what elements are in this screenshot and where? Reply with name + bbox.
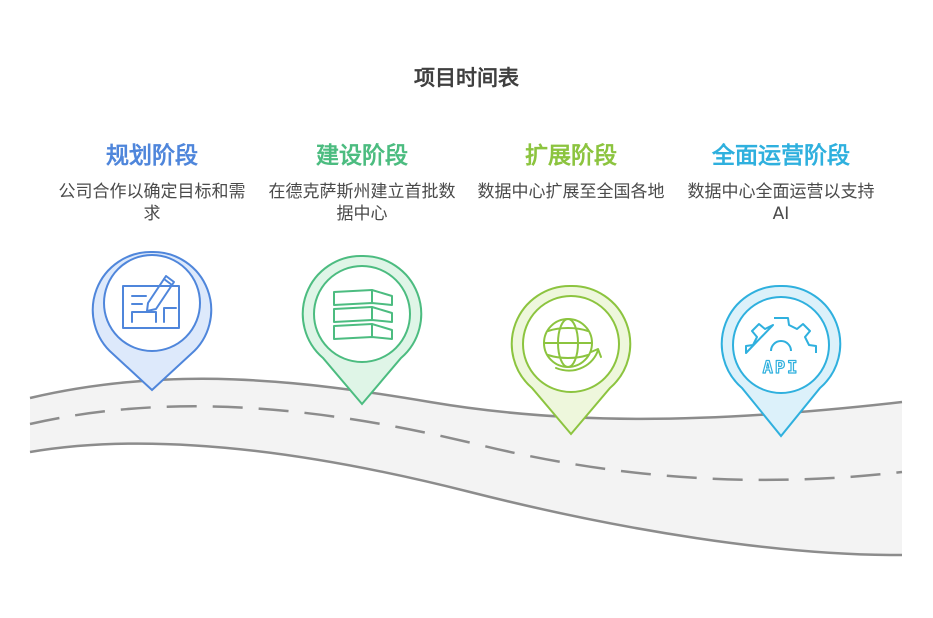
stage-description-full-operation: 数据中心全面运营以支持AI (687, 182, 875, 224)
stage-marker-planning[interactable] (91, 250, 213, 392)
marker-inner-circle (732, 296, 830, 394)
marker-inner-circle (103, 254, 201, 352)
stage-title-construction: 建设阶段 (316, 143, 408, 169)
globe-arrow-icon (543, 318, 602, 372)
marker-inner-circle (313, 265, 411, 363)
road-edge-bottom (29, 442, 903, 557)
stage-title-expansion: 扩展阶段 (525, 143, 617, 169)
road-center-dashes (29, 405, 903, 482)
road-surface (30, 378, 902, 556)
stage-marker-full-operation[interactable]: API (720, 284, 842, 438)
road (29, 377, 903, 557)
stage-description-construction: 在德克萨斯州建立首批数据中心 (268, 182, 456, 224)
stage-title-planning: 规划阶段 (106, 143, 198, 169)
stage-description-planning: 公司合作以确定目标和需求 (58, 182, 246, 224)
stage-description-expansion: 数据中心扩展至全国各地 (477, 182, 665, 202)
api-label: API (763, 358, 800, 378)
stage-marker-construction[interactable] (301, 254, 423, 406)
blueprint-pencil-icon (122, 275, 180, 329)
stage-marker-expansion[interactable] (510, 284, 632, 436)
stage-title-full-operation: 全面运营阶段 (712, 143, 850, 169)
server-rack-icon (333, 289, 393, 340)
diagram-title: 项目时间表 (414, 66, 519, 90)
gear-api-icon: API (745, 317, 817, 379)
